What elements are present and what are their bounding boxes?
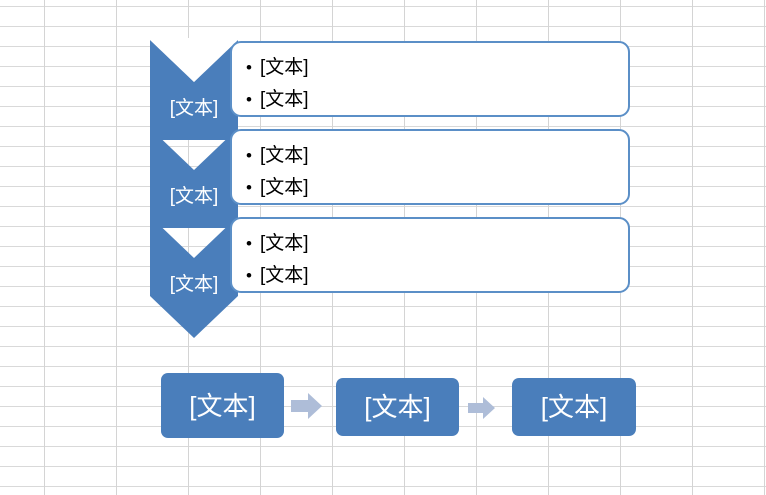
bullet-dot-icon: • (246, 177, 252, 197)
chevron-shape-3[interactable]: [文本] (150, 216, 238, 338)
list-item: • [文本] (246, 171, 628, 203)
process-step-2[interactable]: [文本] (336, 378, 459, 436)
chevron-shape-2[interactable]: [文本] (150, 128, 238, 228)
chevron-1-icon (150, 38, 238, 140)
bullet-dot-icon: • (246, 89, 252, 109)
bullet-text: [文本] (260, 264, 309, 286)
list-item: • [文本] (246, 139, 628, 171)
chevron-2-icon (150, 128, 238, 228)
process-step-2-label: [文本] (364, 392, 431, 422)
process-step-3-label: [文本] (540, 392, 608, 422)
bullet-text: [文本] (260, 88, 309, 110)
process-step-3[interactable]: [文本] (512, 378, 636, 436)
bullet-text: [文本] (260, 232, 309, 254)
bullet-dot-icon: • (246, 57, 252, 77)
bullet-text: [文本] (260, 176, 309, 198)
process-step-1[interactable]: [文本] (161, 373, 284, 438)
bullet-dot-icon: • (246, 145, 252, 165)
bullet-text: [文本] (260, 144, 309, 166)
list-item: • [文本] (246, 83, 628, 115)
bullet-box-2[interactable]: • [文本] • [文本] (230, 129, 630, 205)
process-step-1-label: [文本] (189, 390, 256, 421)
chevron-1-label: [文本] (169, 98, 219, 119)
right-arrow-icon (468, 397, 495, 419)
chevron-2-label: [文本] (169, 186, 219, 207)
chevron-3-icon (150, 216, 238, 338)
bullet-box-1[interactable]: • [文本] • [文本] (230, 41, 630, 117)
right-arrow-icon (291, 393, 322, 419)
list-item: • [文本] (246, 259, 628, 291)
bullet-dot-icon: • (246, 233, 252, 253)
process-connector-1 (291, 392, 322, 420)
bullet-box-3[interactable]: • [文本] • [文本] (230, 217, 630, 293)
chevron-3-label: [文本] (169, 274, 219, 295)
list-item: • [文本] (246, 227, 628, 259)
chevron-shape-1[interactable]: [文本] (150, 38, 238, 140)
bullet-dot-icon: • (246, 265, 252, 285)
bullet-text: [文本] (260, 56, 309, 78)
list-item: • [文本] (246, 51, 628, 83)
process-connector-2 (468, 396, 495, 420)
